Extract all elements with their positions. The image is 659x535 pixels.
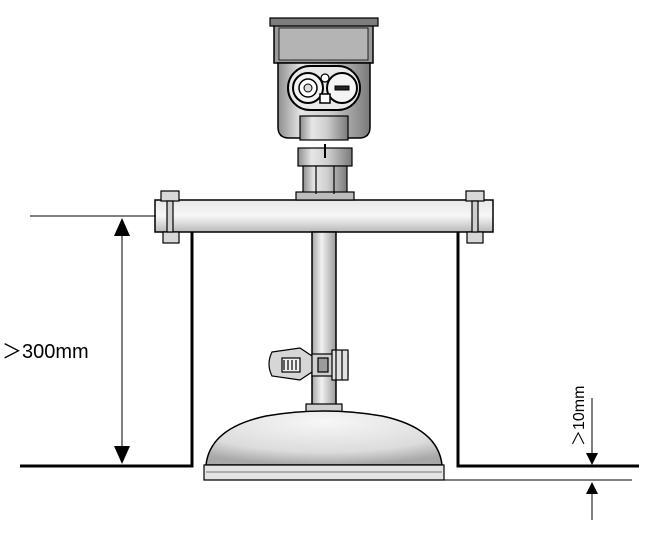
dimension-standoff: [30, 215, 156, 464]
antenna-clearance-label: ＞10mm: [571, 386, 588, 446]
dimension-clearance: [444, 398, 632, 520]
display-window-icon: [287, 65, 361, 111]
waveguide-rod: [311, 231, 337, 411]
tank-roof-outline: [20, 232, 639, 468]
flange-bolt-right: [465, 190, 485, 244]
flange-bolt-left: [160, 190, 180, 244]
rod-clamp: [268, 347, 349, 381]
process-connection: [295, 144, 355, 201]
parabolic-antenna: [203, 403, 445, 481]
standoff-height-label: ＞300mm: [2, 341, 89, 363]
